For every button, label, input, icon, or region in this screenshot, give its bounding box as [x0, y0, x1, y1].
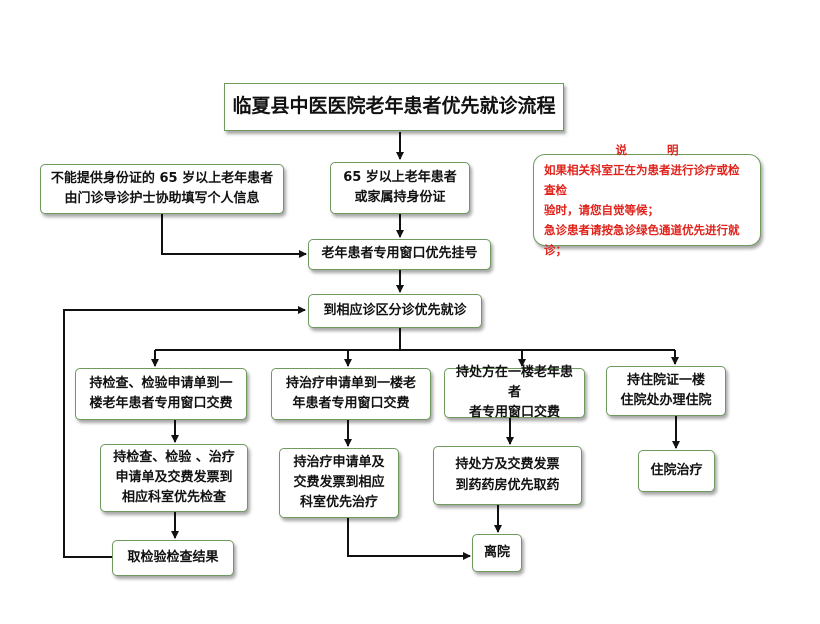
flowchart-title: 临夏县中医医院老年患者优先就诊流程	[224, 83, 564, 131]
step-priority-consultation: 到相应诊区分诊优先就诊	[308, 294, 482, 328]
note-line-1: 如果相关科室正在为患者进行诊疗或检查检	[544, 162, 740, 197]
step-exam-payment: 持检查、检验申请单到一 楼老年患者专用窗口交费	[75, 368, 247, 420]
note-box: 说 明 如果相关科室正在为患者进行诊疗或检查检 验时，请您自觉等候； 急诊患者请…	[533, 143, 761, 257]
step-treatment-priority: 持治疗申请单及 交费发票到相应 科室优先治疗	[279, 448, 399, 518]
step-admission-procedure: 持住院证一楼 住院处办理住院	[606, 366, 726, 416]
note-line-3: 急诊患者请按急诊绿色通道优先进行就诊；	[544, 223, 740, 258]
note-line-2: 验时，请您自觉等候；	[544, 203, 659, 217]
step-inpatient-treatment: 住院治疗	[638, 450, 715, 492]
step-exam-priority: 持检查、检验 、治疗 申请单及交费发票到 相应科室优先检查	[100, 444, 248, 512]
step-pick-up-medicine: 持处方及交费发票 到药药房优先取药	[433, 446, 582, 505]
step-prescription-payment: 持处方在一楼老年患者 者专用窗口交费	[444, 365, 585, 420]
step-collect-results: 取检验检查结果	[112, 540, 234, 576]
step-priority-registration: 老年患者专用窗口优先挂号	[308, 239, 491, 270]
arrow-results-to-consult	[63, 306, 306, 558]
step-patient-with-id: 65 岁以上老年患者 或家属持身份证	[330, 162, 470, 214]
step-no-id-patient: 不能提供身份证的 65 岁以上老年患者 由门诊导诊护士协助填写个人信息	[40, 164, 284, 214]
arrow-treat-do-to-leave	[347, 518, 471, 560]
step-leave-hospital: 离院	[472, 534, 522, 572]
note-heading: 说 明	[615, 142, 697, 157]
arrow-noid-to-register	[161, 214, 307, 258]
step-treatment-payment: 持治疗申请单到一楼老 年患者专用窗口交费	[271, 368, 431, 420]
